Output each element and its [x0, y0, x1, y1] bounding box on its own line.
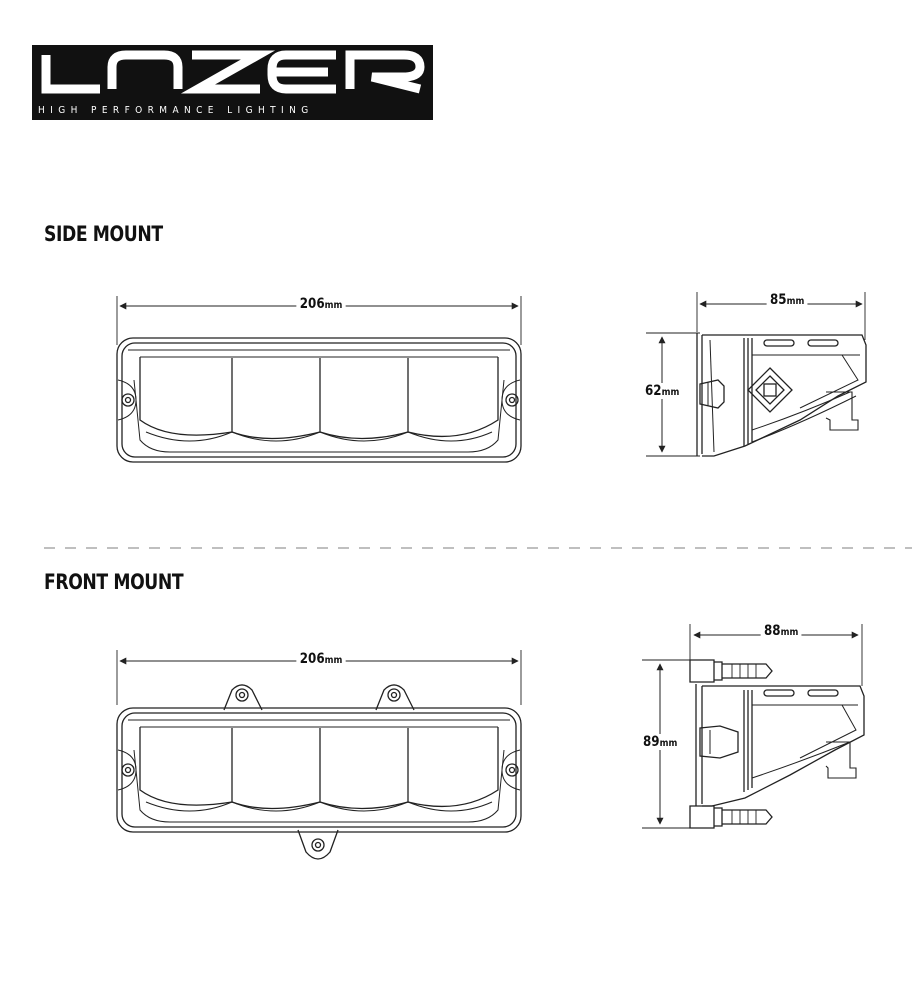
- side-mount-depth-unit: mm: [786, 296, 805, 307]
- front-mount-depth-value: 88: [764, 623, 781, 639]
- front-mount-width-value: 206: [299, 651, 325, 667]
- side-mount-width-value: 206: [299, 296, 325, 312]
- front-mount-depth-unit: mm: [780, 627, 799, 638]
- side-mount-depth-label: 85mm: [766, 292, 808, 308]
- side-mount-width-label: 206mm: [296, 296, 346, 312]
- front-mount-height-value: 89: [643, 734, 660, 750]
- side-mount-side-view: [646, 292, 867, 457]
- lazer-wordmark-logo: [41, 50, 425, 94]
- logo-tagline: HIGH PERFORMANCE LIGHTING: [38, 105, 314, 116]
- side-mount-height-unit: mm: [661, 387, 680, 398]
- front-mount-front-view: [116, 650, 522, 860]
- front-mount-width-unit: mm: [324, 655, 343, 666]
- side-mount-width-unit: mm: [324, 300, 343, 311]
- side-mount-title: SIDE MOUNT: [44, 222, 163, 246]
- front-mount-title: FRONT MOUNT: [44, 570, 184, 594]
- side-mount-front-view: [116, 296, 522, 463]
- side-mount-depth-value: 85: [770, 292, 787, 308]
- front-mount-width-label: 206mm: [296, 651, 346, 667]
- side-mount-height-label: 62mm: [641, 383, 683, 399]
- side-mount-height-value: 62: [645, 383, 662, 399]
- front-mount-side-view: [642, 624, 865, 829]
- front-mount-depth-label: 88mm: [760, 623, 802, 639]
- front-mount-height-label: 89mm: [639, 734, 681, 750]
- front-mount-height-unit: mm: [659, 738, 678, 749]
- brand-logo: HIGH PERFORMANCE LIGHTING: [32, 45, 433, 120]
